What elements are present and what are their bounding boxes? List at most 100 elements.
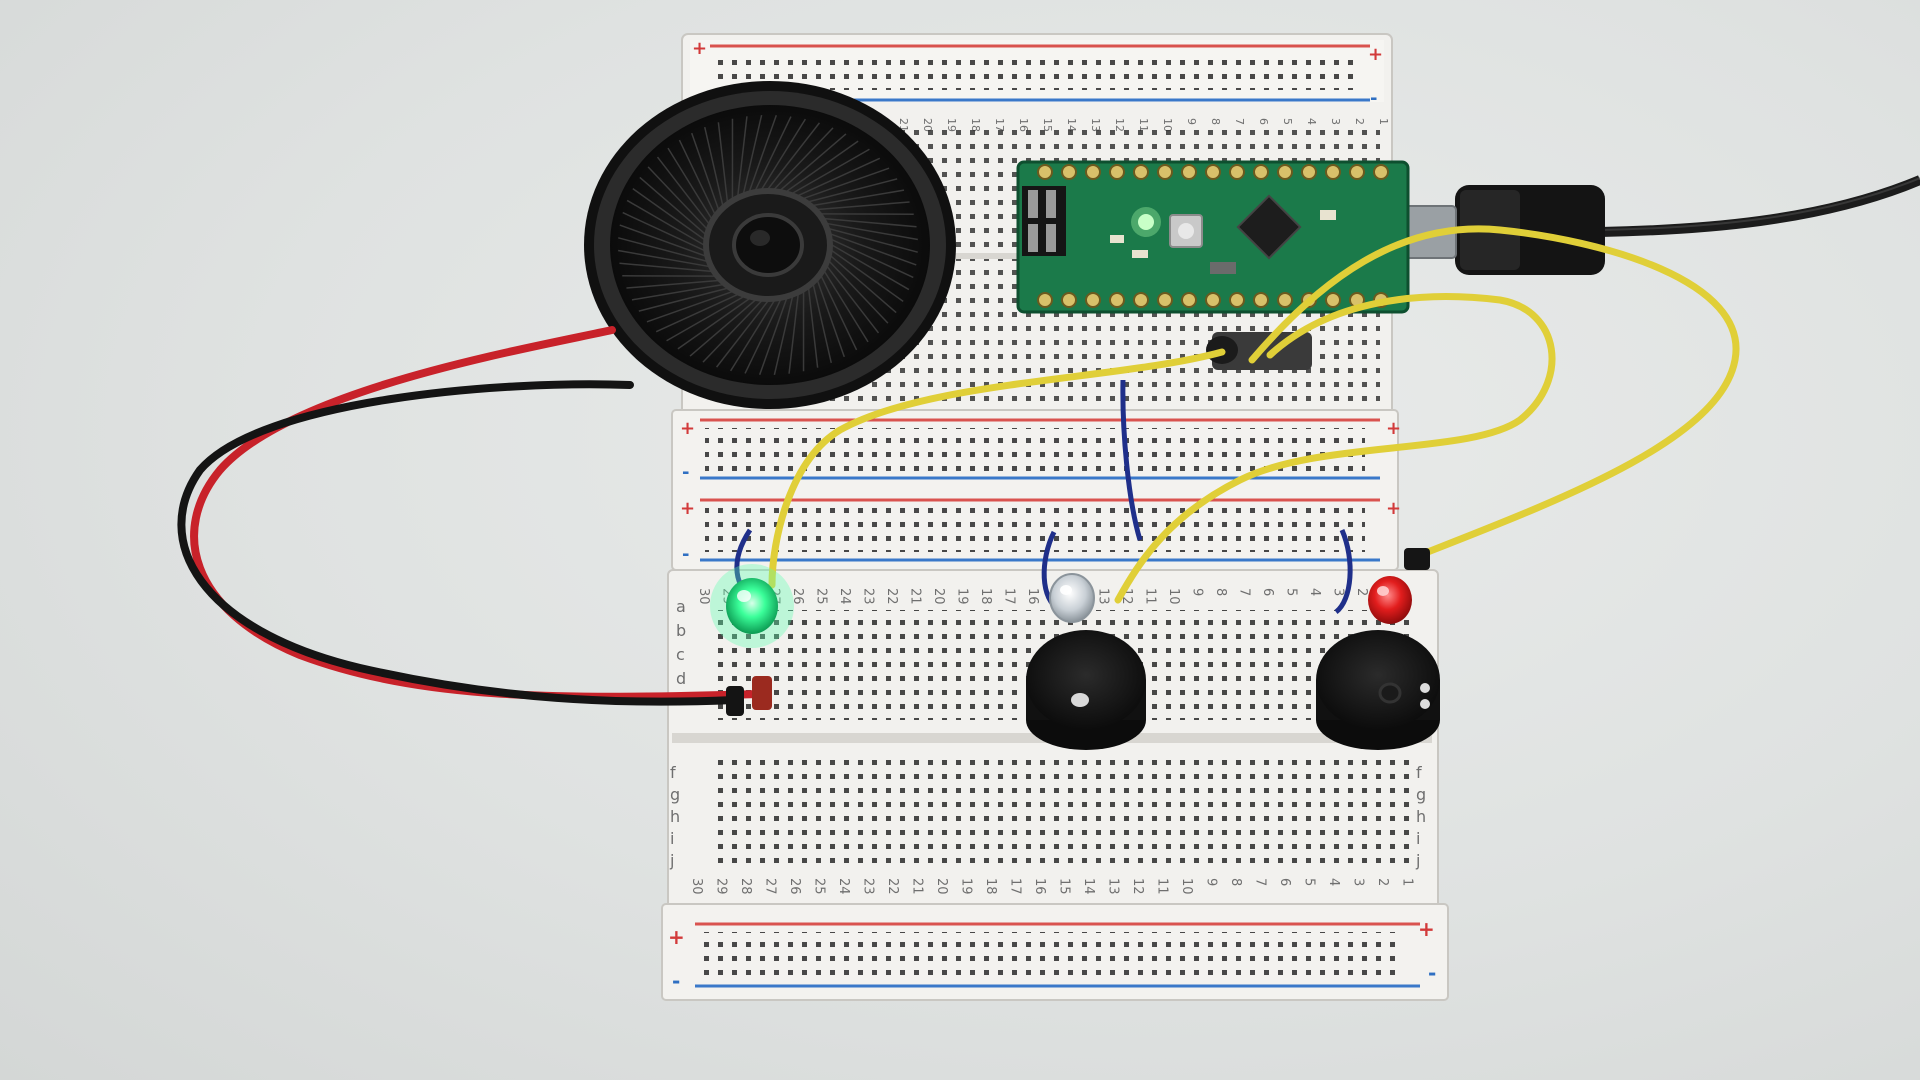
board-label: 26 bbox=[790, 588, 805, 605]
arduino-nano-board bbox=[1016, 160, 1410, 314]
board-label: 30 bbox=[689, 878, 704, 895]
header-pin bbox=[1133, 164, 1149, 180]
cone-ridge bbox=[808, 178, 898, 203]
plus-sign: + bbox=[692, 38, 707, 59]
cone-ridge bbox=[830, 233, 917, 266]
board-label: 12 bbox=[1113, 118, 1126, 132]
board-label: 21 bbox=[908, 588, 923, 605]
header-pins bbox=[1037, 164, 1389, 180]
cone-ridge bbox=[744, 299, 782, 374]
board-label: 8 bbox=[1209, 118, 1222, 125]
header-pin bbox=[1325, 292, 1341, 308]
header-pin bbox=[1325, 164, 1341, 180]
board-label: 17 bbox=[1008, 878, 1023, 895]
cone-ridge bbox=[823, 271, 869, 343]
middle-power-rails: + + - + + - bbox=[671, 409, 1401, 571]
cone-ridge bbox=[619, 262, 712, 273]
board-label: 19 bbox=[959, 878, 974, 895]
cone-ridge bbox=[678, 139, 716, 215]
header-pin bbox=[1181, 164, 1197, 180]
cone-ridge bbox=[831, 238, 914, 279]
board-label: 29 bbox=[714, 878, 729, 895]
board-label: 23 bbox=[861, 878, 876, 895]
cone-ridge bbox=[816, 280, 845, 358]
header-pin bbox=[1109, 292, 1125, 308]
board-label: 27 bbox=[763, 878, 778, 895]
board-label: 19 bbox=[955, 588, 970, 605]
board-label: h bbox=[1416, 807, 1426, 826]
cone-ridge bbox=[691, 132, 720, 210]
board-label: 19 bbox=[945, 118, 958, 132]
board-label: 26 bbox=[787, 878, 802, 895]
board-label: 20 bbox=[934, 878, 949, 895]
header-pin bbox=[1181, 292, 1197, 308]
board-label: 14 bbox=[1081, 878, 1096, 895]
cone-ridge bbox=[761, 118, 807, 190]
board-label: 9 bbox=[1190, 588, 1205, 596]
board-label: j bbox=[669, 851, 674, 870]
cone-ridge bbox=[758, 298, 788, 376]
header-pin bbox=[1085, 164, 1101, 180]
board-label: 8 bbox=[1228, 878, 1243, 886]
header-pin bbox=[1229, 292, 1245, 308]
board-label: 3 bbox=[1331, 588, 1346, 596]
cone-ridge bbox=[647, 166, 708, 230]
cone-ridge bbox=[704, 126, 724, 206]
plus-sign: + bbox=[1386, 418, 1401, 439]
header-pin bbox=[1229, 164, 1245, 180]
board-label: 17 bbox=[1002, 588, 1017, 605]
board-label: 25 bbox=[814, 588, 829, 605]
board-label: 24 bbox=[837, 588, 852, 605]
board-label: c bbox=[676, 645, 685, 664]
buzzer-left bbox=[1026, 630, 1146, 750]
board-label: h bbox=[670, 807, 680, 826]
header-pin bbox=[1277, 292, 1293, 308]
header-pin bbox=[1373, 164, 1389, 180]
bottom-power-rail: + + - - bbox=[661, 903, 1449, 1001]
board-label: i bbox=[1416, 829, 1420, 848]
speaker bbox=[584, 81, 956, 409]
plus-sign: + bbox=[1418, 917, 1435, 941]
board-label: 22 bbox=[884, 588, 899, 605]
cone-ridge bbox=[754, 116, 792, 191]
board-label: d bbox=[676, 669, 686, 688]
cone-ridge bbox=[622, 211, 705, 252]
cone-ridge bbox=[677, 297, 750, 350]
header-pin bbox=[1349, 164, 1365, 180]
cone-ridge bbox=[820, 275, 858, 351]
plus-sign: + bbox=[680, 418, 695, 439]
board-label: g bbox=[1416, 785, 1426, 804]
board-label: f bbox=[1416, 763, 1422, 782]
header-pin bbox=[1205, 164, 1221, 180]
board-label: 16 bbox=[1017, 118, 1030, 132]
board-label: 2 bbox=[1353, 118, 1366, 125]
cone-ridge bbox=[831, 249, 904, 302]
board-label: 7 bbox=[1253, 878, 1268, 886]
cone-ridge bbox=[702, 300, 763, 363]
speaker-cone-ridges bbox=[618, 114, 918, 376]
board-label: 7 bbox=[1233, 118, 1246, 125]
cone-ridge bbox=[779, 133, 847, 191]
cone-ridge bbox=[626, 279, 719, 289]
minus-sign: - bbox=[682, 462, 689, 483]
board-label: 8 bbox=[1213, 588, 1228, 596]
cone-ridge bbox=[830, 255, 897, 314]
board-label: 11 bbox=[1155, 878, 1170, 895]
cone-ridge bbox=[826, 222, 918, 241]
header-pin bbox=[1157, 164, 1173, 180]
board-label: 2 bbox=[1354, 588, 1369, 596]
cone-ridge bbox=[773, 127, 834, 190]
cone-ridge bbox=[813, 189, 905, 207]
header-pin bbox=[1205, 292, 1221, 308]
header-pin bbox=[1253, 292, 1269, 308]
cone-ridge bbox=[773, 296, 794, 376]
cone-ridge bbox=[792, 148, 870, 194]
cone-ridge bbox=[812, 284, 832, 364]
minus-sign: - bbox=[682, 544, 689, 565]
cone-ridge bbox=[666, 296, 744, 342]
header-pins bbox=[1037, 292, 1389, 308]
cone-ridge bbox=[831, 244, 910, 291]
board-label: 4 bbox=[1307, 588, 1322, 596]
